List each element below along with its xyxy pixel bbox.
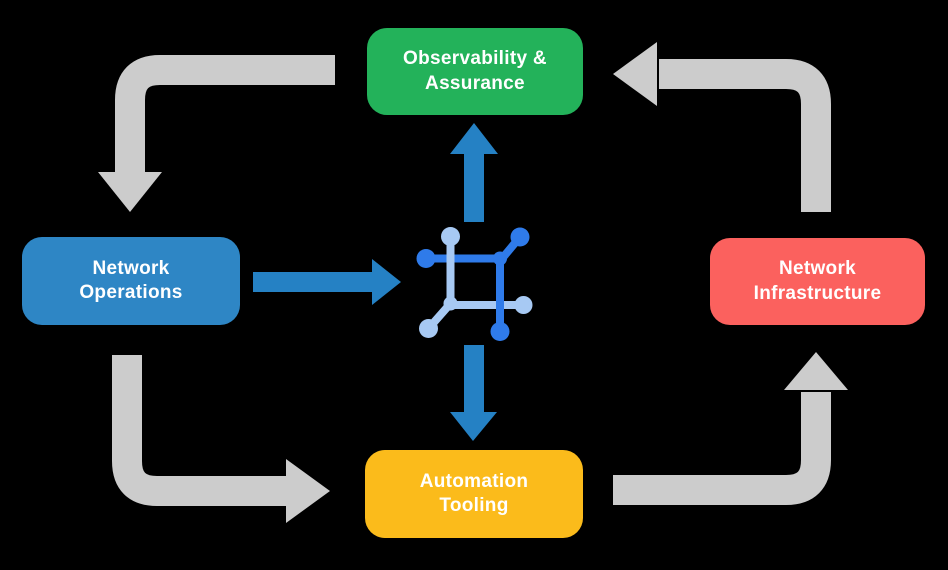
node-network-operations: Network Operations [22, 237, 240, 325]
flow-arrow-icon-to-automation [450, 345, 497, 441]
cycle-arrow-automation-to-infrastructure [613, 352, 848, 505]
node-automation-tooling: Automation Tooling [365, 450, 583, 538]
node-network-infrastructure-label: Network Infrastructure [753, 258, 882, 304]
flow-arrow-icon-to-observability [450, 123, 498, 222]
node-network-infrastructure: Network Infrastructure [710, 238, 925, 325]
node-automation-tooling-label: Automation Tooling [419, 470, 529, 516]
flow-arrow-operations-to-icon [253, 259, 401, 305]
node-observability-assurance-label: Observability & Assurance [403, 48, 547, 94]
cycle-arrow-infrastructure-to-observability [613, 42, 831, 212]
cycle-arrow-observability-to-operations [98, 55, 335, 212]
node-network-operations-label: Network Operations [79, 257, 183, 303]
node-observability-assurance: Observability & Assurance [367, 28, 583, 115]
network-mesh-icon [416, 227, 533, 341]
cycle-arrow-operations-to-automation [112, 355, 330, 523]
